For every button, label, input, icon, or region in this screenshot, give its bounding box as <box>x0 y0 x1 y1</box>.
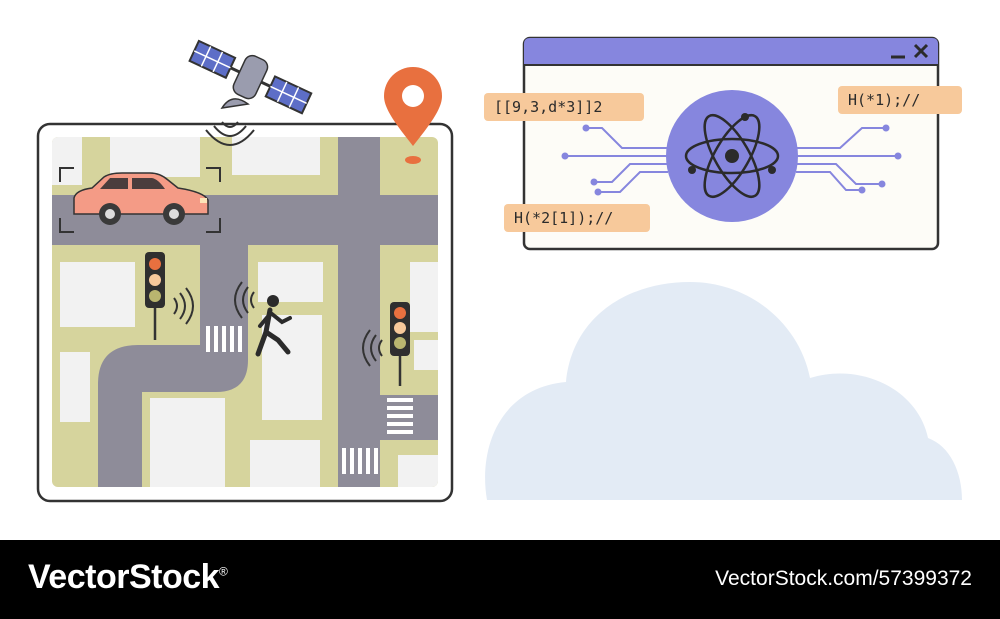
code-snippet-bottom-left: H(*2[1]);// <box>504 204 650 232</box>
close-icon[interactable] <box>913 43 929 59</box>
traffic-light-icon <box>390 302 410 386</box>
atom-icon <box>684 114 780 198</box>
map-illustration <box>36 39 454 503</box>
signal-waves-icon <box>205 121 255 146</box>
pedestrian-icon <box>255 295 292 357</box>
code-snippet-top-right: H(*1);// <box>838 86 962 114</box>
circuit-lines-left <box>565 127 668 193</box>
circuit-nodes-right <box>858 124 902 194</box>
traffic-light-icon <box>145 252 165 340</box>
brand-mark: ® <box>219 564 228 579</box>
car-icon <box>59 167 221 233</box>
watermark-bar: VectorStock® VectorStock.com/57399372 <box>0 540 1000 619</box>
brand-name: VectorStock <box>28 558 220 596</box>
signal-waves-icon <box>234 281 255 319</box>
image-reference: VectorStock.com/57399372 <box>715 567 972 590</box>
code-window <box>522 36 940 251</box>
location-pin-icon <box>384 67 442 146</box>
destination-dot <box>405 156 421 164</box>
atom-nucleus <box>725 149 739 163</box>
window-title-bar <box>524 38 938 65</box>
circuit-nodes-left <box>561 124 602 196</box>
circuit-lines-right <box>796 127 898 191</box>
signal-waves-icon <box>173 287 194 325</box>
brand-logo: VectorStock® <box>28 558 228 597</box>
crosswalks <box>206 326 413 474</box>
cloud-icon <box>485 282 962 500</box>
focus-brackets <box>59 167 221 233</box>
code-snippet-top-left: [[9,3,d*3]]2 <box>484 93 644 121</box>
building-lots <box>52 137 438 487</box>
signal-waves-icon <box>362 329 383 367</box>
satellite-icon <box>188 39 313 115</box>
